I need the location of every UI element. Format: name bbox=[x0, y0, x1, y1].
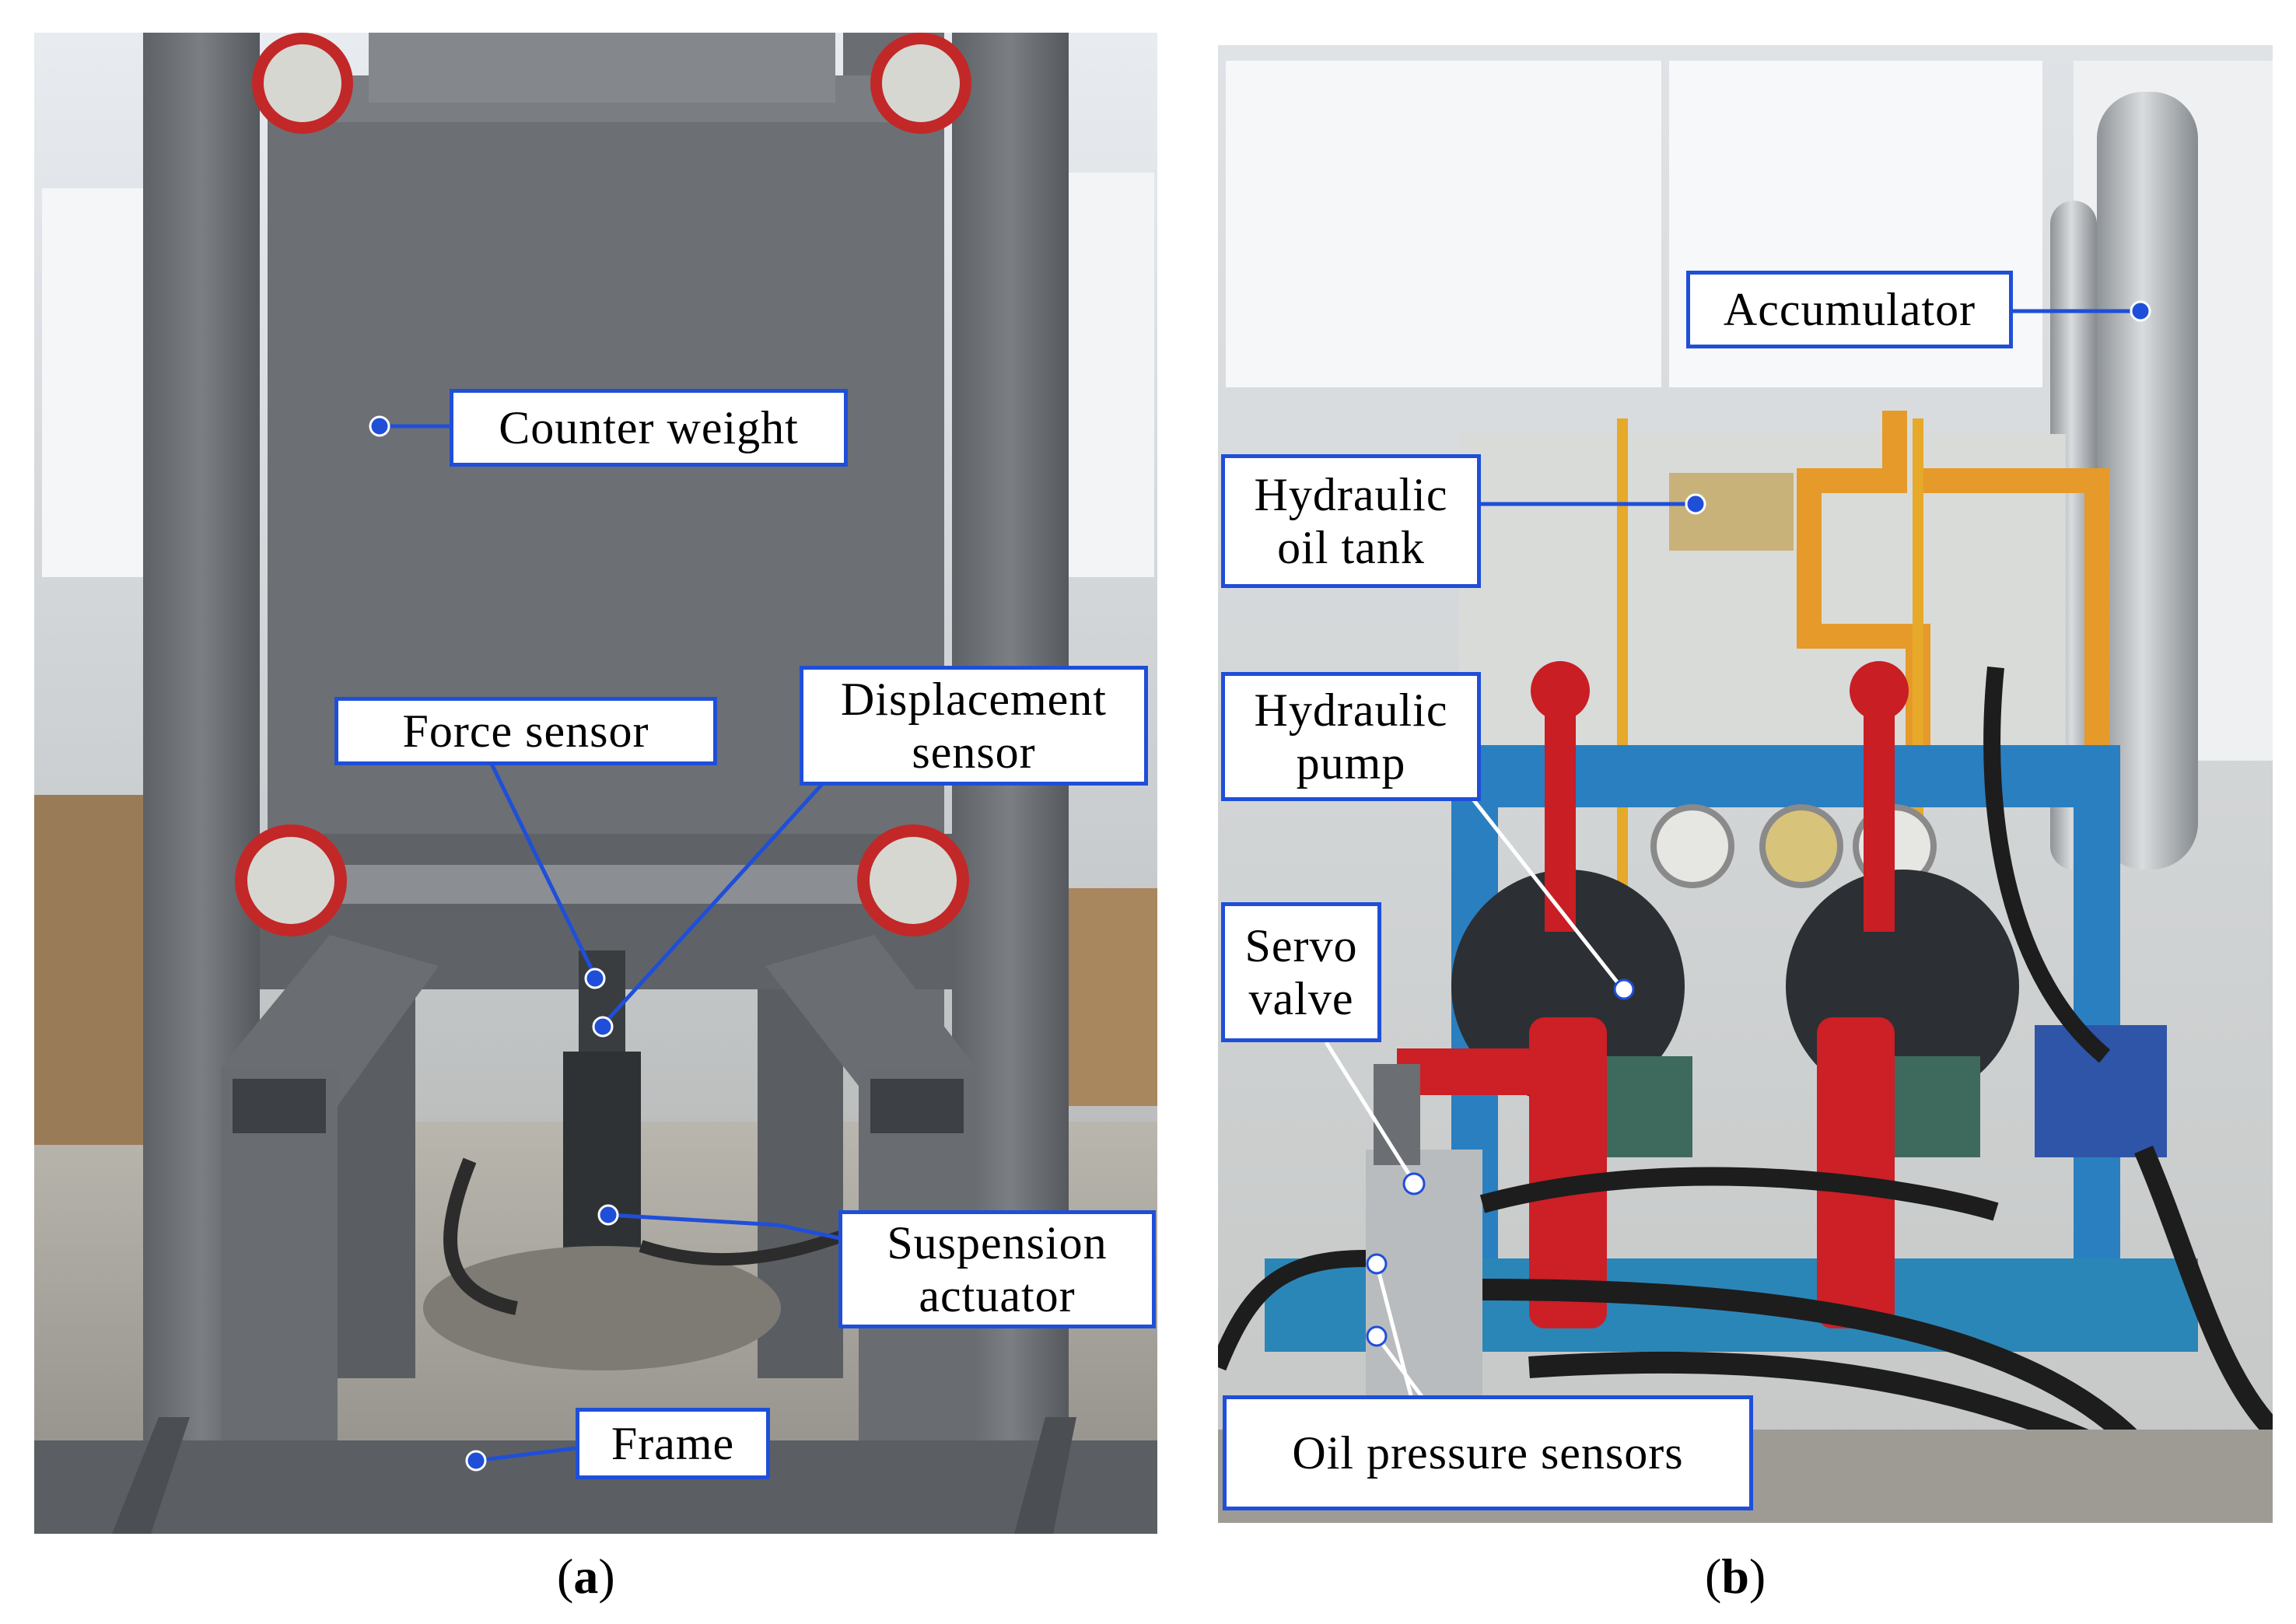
callout-line-servo-valve bbox=[1324, 1041, 1416, 1184]
label-valve-line1: Servo bbox=[1244, 920, 1358, 971]
dot-suspension-actuator bbox=[597, 1204, 619, 1226]
dot-accumulator bbox=[2130, 300, 2151, 322]
callout-line-oil-pressure-2 bbox=[1375, 1335, 1425, 1400]
label-suspension-line2: actuator bbox=[919, 1270, 1076, 1321]
label-hydraulic-oil-tank: Hydraulic oil tank bbox=[1221, 454, 1481, 588]
label-accumulator-text: Accumulator bbox=[1723, 284, 1976, 335]
label-displacement-sensor: Displacement sensor bbox=[800, 666, 1148, 786]
label-tank-line2: oil tank bbox=[1277, 522, 1425, 573]
label-displacement-line2: sensor bbox=[912, 726, 1036, 778]
dot-hydraulic-pump bbox=[1613, 978, 1635, 1000]
label-force-sensor: Force sensor bbox=[334, 697, 717, 765]
dot-oil-pressure-2 bbox=[1366, 1325, 1388, 1347]
dot-counter-weight bbox=[369, 415, 390, 437]
label-oil-pressure-sensors: Oil pressure sensors bbox=[1223, 1395, 1753, 1510]
label-tank-line1: Hydraulic bbox=[1254, 469, 1448, 520]
label-suspension-line1: Suspension bbox=[887, 1217, 1108, 1269]
callout-line-suspension-actuator bbox=[607, 1213, 841, 1241]
dot-displacement-sensor bbox=[592, 1016, 614, 1038]
label-oil-pressure-text: Oil pressure sensors bbox=[1292, 1427, 1684, 1479]
dot-frame bbox=[465, 1450, 487, 1472]
dot-oil-pressure-1 bbox=[1366, 1253, 1388, 1275]
panel-letter-a: a bbox=[573, 1549, 599, 1604]
label-counter-weight: Counter weight bbox=[450, 389, 848, 467]
label-suspension-actuator: Suspension actuator bbox=[838, 1210, 1156, 1328]
label-pump-line1: Hydraulic bbox=[1254, 684, 1448, 736]
label-hydraulic-pump: Hydraulic pump bbox=[1221, 672, 1481, 801]
callout-line-displacement-sensor bbox=[601, 780, 826, 1027]
label-pump-line2: pump bbox=[1296, 737, 1406, 789]
label-frame: Frame bbox=[576, 1408, 770, 1479]
callout-line-force-sensor bbox=[488, 759, 597, 978]
dot-oil-tank bbox=[1685, 493, 1706, 515]
label-accumulator: Accumulator bbox=[1686, 271, 2013, 348]
label-servo-valve: Servo valve bbox=[1221, 902, 1381, 1042]
callout-line-hydraulic-pump bbox=[1461, 784, 1623, 989]
panel-letter-b: b bbox=[1721, 1549, 1749, 1604]
label-force-sensor-text: Force sensor bbox=[402, 705, 649, 757]
label-frame-text: Frame bbox=[611, 1418, 735, 1469]
dot-servo-valve bbox=[1402, 1172, 1426, 1195]
label-counter-weight-text: Counter weight bbox=[499, 402, 799, 453]
panel-label-b: (b) bbox=[1705, 1549, 1766, 1604]
callout-line-frame bbox=[475, 1446, 576, 1463]
panel-label-a: (a) bbox=[557, 1549, 615, 1604]
dot-force-sensor bbox=[584, 968, 606, 989]
label-valve-line2: valve bbox=[1248, 973, 1354, 1024]
label-displacement-line1: Displacement bbox=[841, 674, 1107, 725]
